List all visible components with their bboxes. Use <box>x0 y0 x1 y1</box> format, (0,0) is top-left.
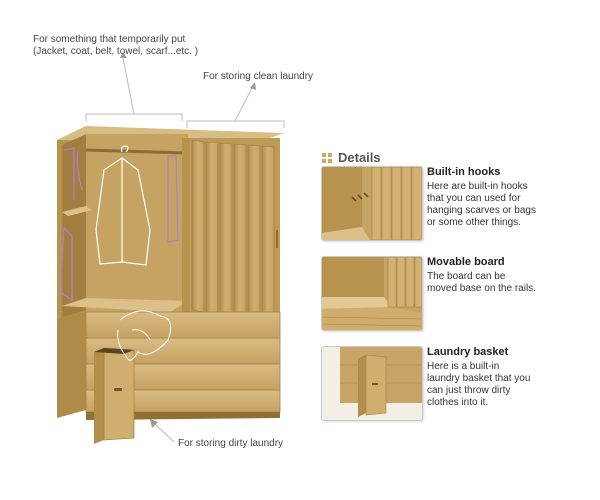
grid-icon <box>322 153 332 163</box>
card-title-board: Movable board <box>427 256 505 268</box>
laundry-basket-side <box>94 348 104 444</box>
callout-temporary-line2: (Jacket, coat, belt, towel, scarf...etc.… <box>33 46 199 57</box>
detail-card-built-in-hooks: Built-in hooks Here are built-in hooks t… <box>321 166 591 241</box>
small-shelf <box>62 206 92 216</box>
hooks-thumbnail-image <box>322 167 422 240</box>
dirty-clothes-outline <box>117 310 172 361</box>
card-desc-board: The board can be moved base on the rails… <box>427 271 536 294</box>
laundry-basket-thumbnail <box>321 346 423 421</box>
drawer-block-side <box>57 312 86 418</box>
card-title-hooks: Built-in hooks <box>427 166 501 178</box>
laundry-basket <box>103 347 135 441</box>
details-heading-text: Details <box>338 150 381 165</box>
center-divider <box>182 138 190 318</box>
callout-dirty-laundry: For storing dirty laundry <box>178 438 284 449</box>
movable-board <box>62 298 188 312</box>
basket-thumbnail-image <box>322 347 422 420</box>
details-heading: Details <box>322 150 381 165</box>
wardrobe-back-panel <box>86 134 188 314</box>
hanger-outlines <box>59 147 179 302</box>
card-desc-hooks: Here are built-in hooks that you can use… <box>427 181 536 228</box>
drawer-1 <box>85 311 281 339</box>
detail-card-movable-board: Movable board The board can be moved bas… <box>321 256 591 331</box>
sliding-door-slats <box>191 139 275 313</box>
callout-temporary-storage: For something that temporarily put (Jack… <box>33 34 198 58</box>
hanging-rod <box>85 148 189 155</box>
card-title-basket: Laundry basket <box>427 346 509 358</box>
detail-card-laundry-basket: Laundry basket Here is a built-in laundr… <box>321 346 591 421</box>
callout-temporary-line1: For something that temporarily put <box>33 34 186 45</box>
jacket-outline <box>95 145 151 266</box>
built-in-hooks-thumbnail <box>321 166 423 241</box>
card-desc-basket: Here is a built-in laundry basket that y… <box>427 361 531 408</box>
board-thumbnail-image <box>322 257 422 330</box>
movable-board-thumbnail <box>321 256 423 331</box>
callout-clean-laundry: For storing clean laundry <box>203 71 314 82</box>
